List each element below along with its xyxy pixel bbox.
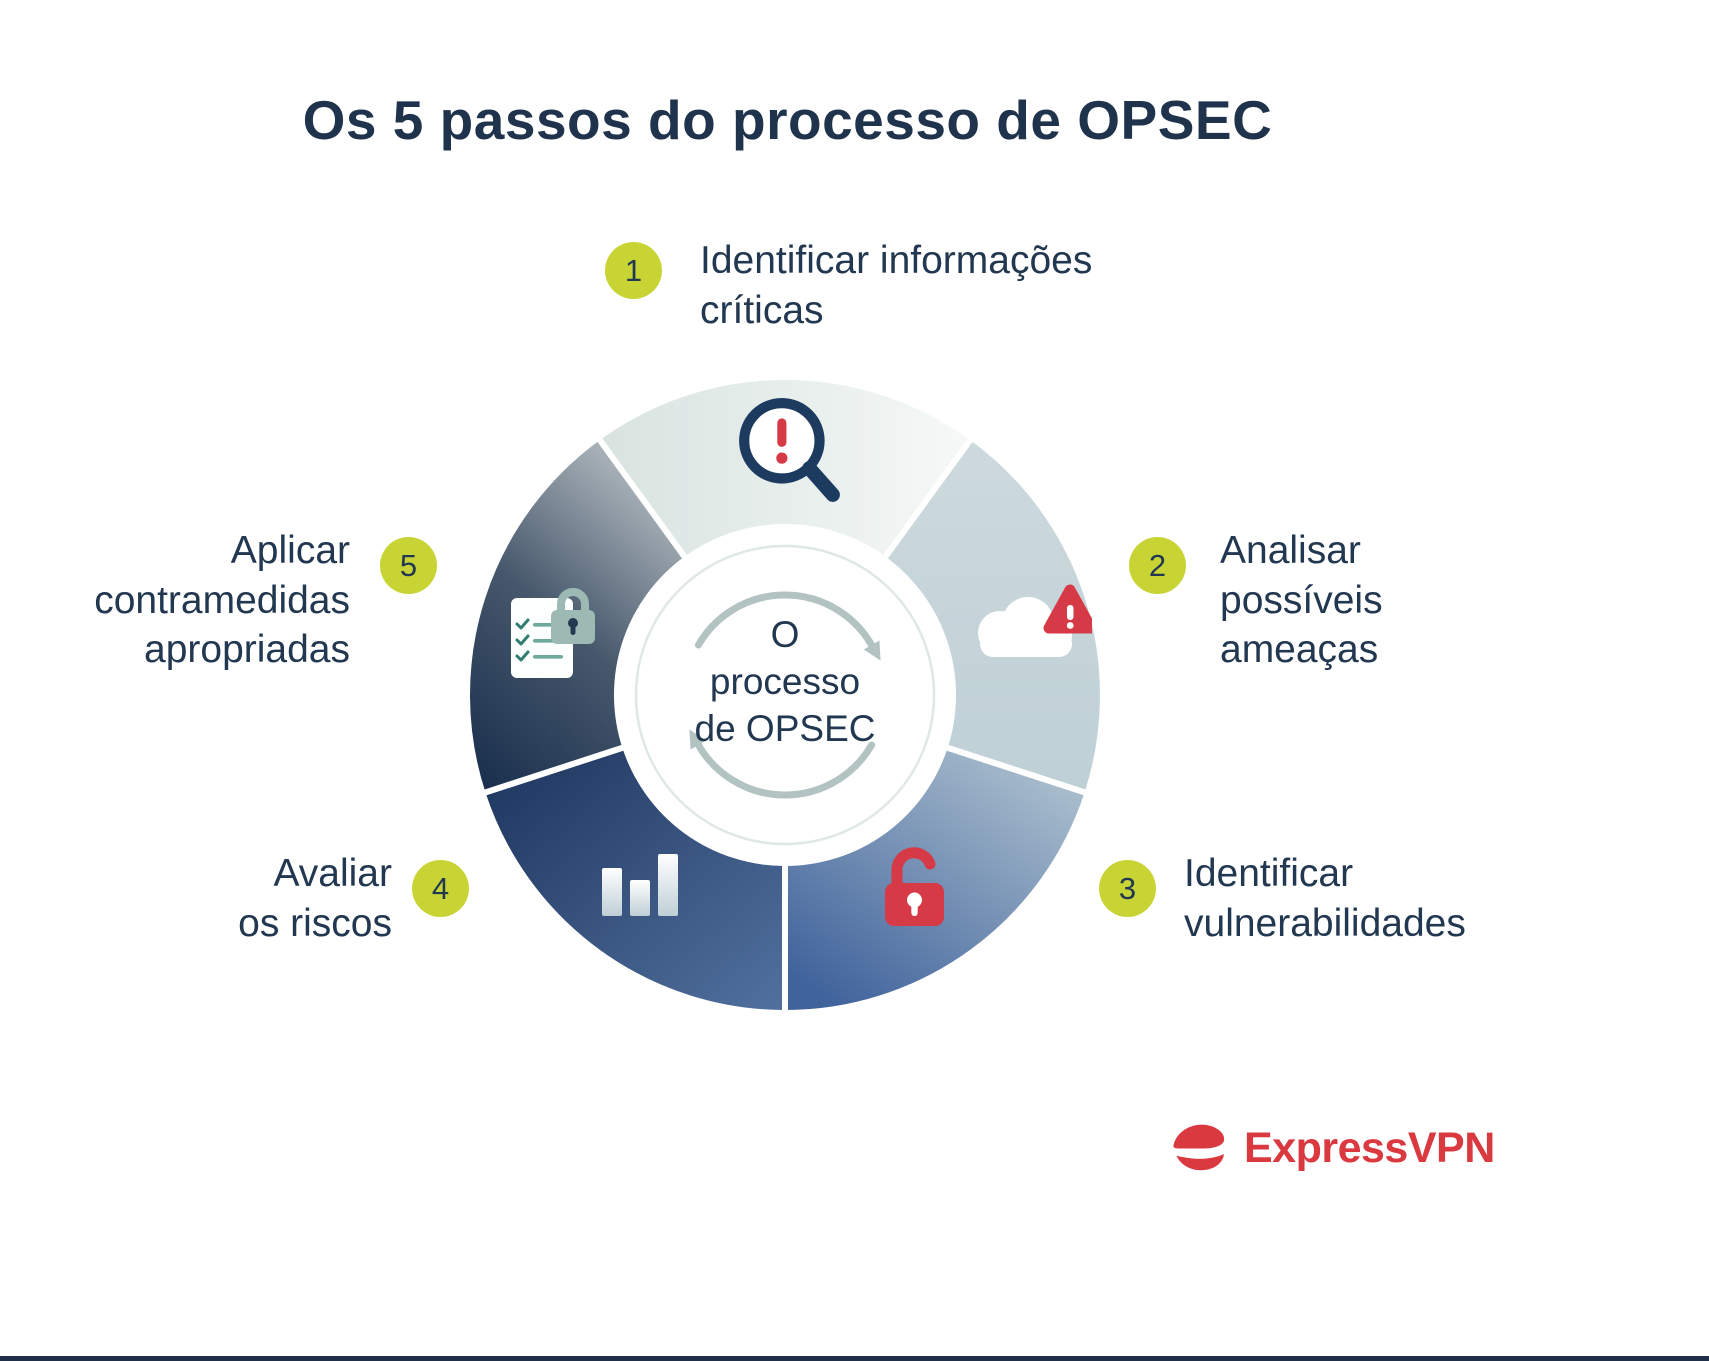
arrowhead-top [863,640,881,661]
magnifier-alert-icon [739,398,840,502]
expressvpn-wordmark: ExpressVPN [1244,1124,1495,1172]
step-number-1: 1 [624,252,643,288]
step-number-4: 4 [431,870,450,906]
step-number-5: 5 [399,547,418,583]
step-badge-2: 2 [1129,537,1186,594]
step-badge-5: 5 [380,537,437,594]
step-label-3: Identificar vulnerabilidades [1184,852,1466,945]
opsec-cycle-diagram [464,374,1106,1017]
step-number-3: 3 [1118,870,1137,906]
step-label-5: Aplicar contramedidas apropriadas [94,529,350,672]
page-title: Os 5 passos do processo de OPSEC [302,89,1273,151]
step-badge-1: 1 [605,242,662,299]
step-label-1: Identificar informações críticas [700,239,1093,332]
cloud-warning-icon [978,584,1092,657]
step-number-2: 2 [1148,547,1167,583]
center-label: O processo de OPSEC [694,614,876,749]
arrowhead-bottom [689,729,707,750]
bar-chart-icon [602,854,678,916]
step-badge-4: 4 [412,860,469,917]
cycle-arrows-icon [694,591,876,799]
step-label-2: Analisar possíveis ameaças [1220,529,1383,672]
center-plate [634,544,936,846]
step-badge-3: 3 [1099,860,1156,917]
expressvpn-logo-icon [1173,1124,1225,1171]
step-label-4: Avaliar os riscos [238,852,392,945]
checklist-lock-icon [511,588,595,678]
bottom-border [0,1356,1709,1361]
open-padlock-icon [885,847,944,926]
